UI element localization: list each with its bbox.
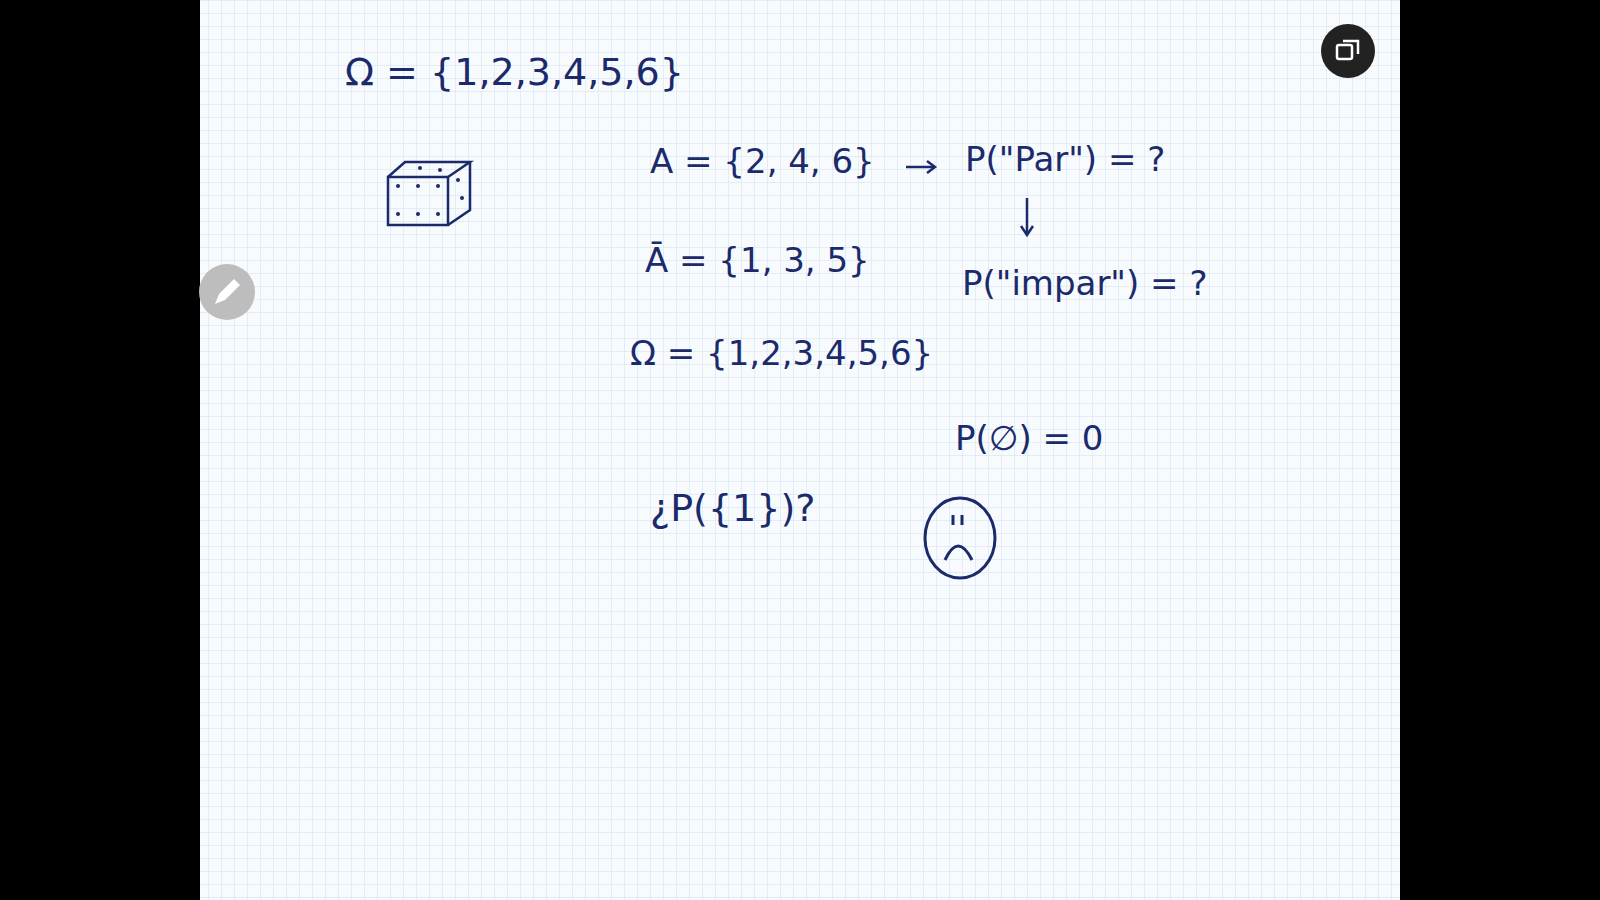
- complement-set: Ā = {1, 3, 5}: [645, 242, 870, 279]
- event-set: A = {2, 4, 6}: [650, 143, 875, 180]
- arrow-right: [906, 161, 935, 173]
- sad-face: [925, 498, 995, 578]
- fullscreen-button: [1321, 24, 1375, 78]
- die-drawing: [388, 162, 470, 225]
- fullscreen-icon: [1337, 41, 1358, 59]
- paper-sheet: [200, 0, 1400, 900]
- sample-space: Ω = {1,2,3,4,5,6}: [630, 335, 933, 372]
- sample-space: Ω = {1,2,3,4,5,6}: [345, 52, 684, 94]
- pencil-icon: [215, 279, 240, 304]
- probability-question: P("impar") = ?: [962, 265, 1207, 302]
- pencil-button: [199, 264, 255, 320]
- grid-lines: [200, 0, 1400, 900]
- probability-equation: P(∅) = 0: [955, 420, 1103, 457]
- die-dots: [396, 166, 464, 216]
- probability-question: P("Par") = ?: [965, 141, 1165, 178]
- arrow-down: [1021, 198, 1033, 235]
- probability-question: ¿P({1})?: [650, 488, 815, 530]
